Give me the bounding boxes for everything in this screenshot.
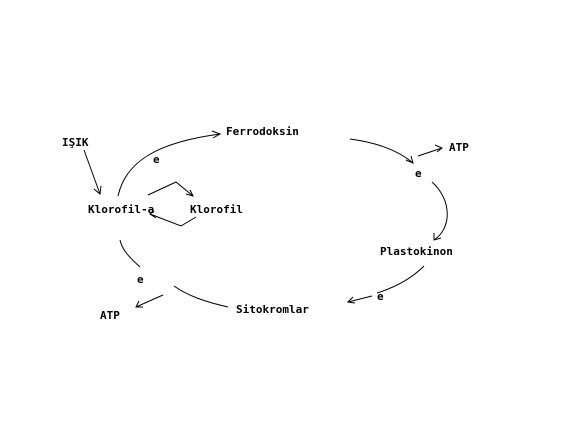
arrow-light-to-chlorophyll-a — [83, 149, 101, 195]
ferredoxin-label: Ferrodoksin — [226, 125, 299, 138]
arrowhead-cytochromes — [346, 296, 356, 304]
chlorophyll-a-label: Klorofil-a — [88, 203, 155, 216]
arrowhead-atp-bottom — [135, 300, 143, 308]
arrow-to-atp-top — [417, 147, 443, 157]
electron-label-top: e — [153, 153, 160, 166]
atp-top-label: ATP — [449, 141, 469, 154]
arrowhead-ferredoxin — [211, 130, 222, 139]
arrowhead-light-to-chlorophyll-a — [93, 185, 102, 195]
arrow-ferredoxin-to-electron — [349, 138, 414, 164]
arrowhead-electron-top-right — [405, 155, 414, 164]
arrow-electron-to-cytochromes — [347, 295, 373, 303]
cytochromes-label: Sitokromlar — [236, 303, 309, 316]
arrowhead-chlorophyll — [185, 189, 194, 197]
electron-label-bottom-left: e — [137, 273, 144, 286]
arrow-chlorophyll-a-to-chlorophyll — [147, 181, 194, 197]
arrow-to-atp-bottom — [135, 294, 164, 308]
arrow-chlorophyll-a-to-ferredoxin — [117, 133, 221, 197]
arrow-chlorophyll-to-chlorophyll-a — [149, 213, 197, 227]
electron-label-right: e — [415, 167, 422, 180]
atp-bottom-label: ATP — [100, 309, 120, 322]
arrow-electron-to-plastoquinone — [431, 181, 448, 241]
electron-label-bottom-right: e — [377, 290, 384, 303]
arrowhead-atp-top — [434, 144, 443, 153]
plastoquinone-label: Plastokinon — [380, 245, 453, 258]
arrowhead-chlorophyll-a-return — [149, 210, 157, 219]
arrow-electron-to-chlorophyll-a — [119, 239, 141, 268]
chlorophyll-label: Klorofil — [190, 203, 243, 216]
light-label: IŞIK — [62, 136, 89, 149]
arrowhead-plastoquinone — [433, 233, 442, 241]
arrow-plastoquinone-to-electron — [376, 265, 425, 294]
arrow-cytochromes-to-electron — [173, 285, 229, 308]
